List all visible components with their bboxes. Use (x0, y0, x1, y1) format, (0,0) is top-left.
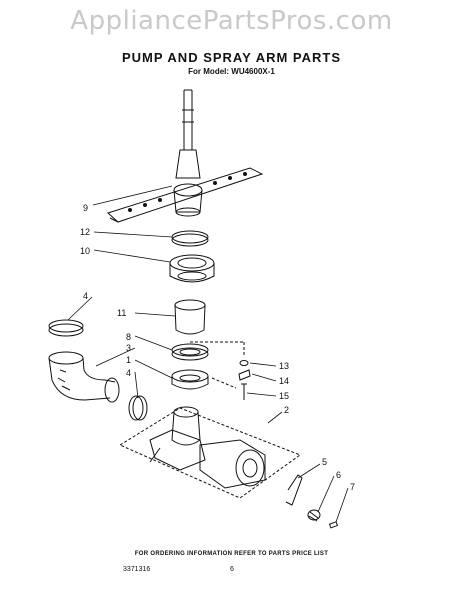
spray-arm-tower-drawing (173, 89, 203, 217)
page-number: 6 (230, 566, 234, 573)
document-number: 3371316 (123, 566, 151, 573)
callout-9: 9 (83, 203, 88, 213)
nut-10-drawing (169, 254, 215, 283)
leader-lines (67, 185, 349, 523)
pump-motor-drawing (149, 406, 266, 489)
watermark: AppliancePartsPros.com (70, 6, 393, 36)
pump-assembly-boundary (118, 341, 302, 499)
page-title: PUMP AND SPRAY ARM PARTS (121, 50, 342, 65)
hose-3-drawing (48, 351, 120, 403)
seal-8-drawing (171, 343, 209, 361)
callout-7: 7 (350, 482, 355, 492)
callout-5: 5 (322, 457, 327, 467)
callout-12: 12 (80, 227, 90, 237)
callout-1: 1 (126, 355, 131, 365)
callout-11: 11 (117, 308, 126, 318)
seal-1-drawing (171, 369, 209, 390)
clamp-4-upper-drawing (48, 319, 84, 337)
clamp-4-lower-drawing (128, 395, 148, 421)
callout-3: 3 (126, 343, 131, 353)
callout-4-lower: 4 (126, 368, 131, 378)
callout-14: 14 (279, 376, 289, 386)
ordering-note: FOR ORDERING INFORMATION REFER TO PARTS … (134, 551, 329, 557)
callout-13: 13 (279, 361, 289, 371)
callout-10: 10 (80, 246, 90, 256)
callout-8: 8 (126, 332, 131, 342)
callout-4-upper: 4 (83, 291, 88, 301)
spray-arm-drawing (107, 167, 264, 223)
ring-12-drawing (171, 230, 209, 247)
callout-2: 2 (284, 405, 289, 415)
callout-6: 6 (336, 470, 341, 480)
hardware-5-7-drawing (285, 474, 339, 529)
model-subtitle: For Model: WU4600X-1 (188, 67, 275, 76)
sleeve-11-drawing (174, 299, 206, 335)
hardware-13-15-drawing (238, 360, 251, 400)
callout-15: 15 (279, 391, 289, 401)
